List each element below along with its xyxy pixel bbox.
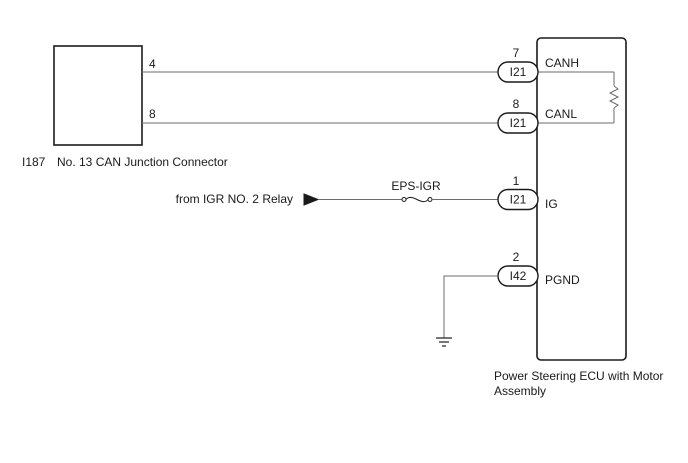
signal-pgnd: PGND bbox=[545, 273, 580, 287]
connector-code-ig: I21 bbox=[510, 193, 527, 207]
pin-number-canl: 8 bbox=[513, 97, 520, 111]
junction-connector-box bbox=[53, 45, 143, 146]
fuse-terminal-right bbox=[427, 197, 433, 202]
pin-number-ig: 1 bbox=[513, 174, 520, 188]
power-source-label: from IGR NO. 2 Relay bbox=[176, 192, 293, 206]
signal-ig: IG bbox=[545, 197, 558, 211]
connector-pill-ig bbox=[497, 188, 539, 211]
junction-pin-8: 8 bbox=[149, 107, 156, 121]
ecu-name-line2: Assembly bbox=[494, 384, 546, 398]
connector-code-canl: I21 bbox=[510, 116, 527, 130]
connector-pill-canh bbox=[497, 61, 539, 83]
connector-code-pgnd: I42 bbox=[510, 269, 527, 283]
resistor-symbol bbox=[608, 85, 620, 109]
junction-connector-code: I187 bbox=[22, 155, 46, 169]
fuse-terminal-left bbox=[401, 197, 407, 202]
connector-code-canh: I21 bbox=[510, 65, 527, 79]
junction-pin-4: 4 bbox=[149, 57, 156, 71]
ecu-name-line1: Power Steering ECU with Motor bbox=[494, 369, 663, 383]
ground-icon bbox=[436, 337, 452, 347]
pin-number-pgnd: 2 bbox=[513, 250, 520, 264]
signal-canl: CANL bbox=[545, 107, 577, 121]
junction-connector-name: No. 13 CAN Junction Connector bbox=[57, 155, 228, 169]
fuse-label: EPS-IGR bbox=[391, 179, 441, 193]
signal-canh: CANH bbox=[545, 56, 579, 70]
connector-pill-canl bbox=[497, 112, 539, 134]
fuse-icon bbox=[405, 196, 429, 203]
pin-number-canh: 7 bbox=[513, 46, 520, 60]
pgnd-wire bbox=[443, 275, 498, 338]
arrow-icon bbox=[303, 193, 320, 206]
